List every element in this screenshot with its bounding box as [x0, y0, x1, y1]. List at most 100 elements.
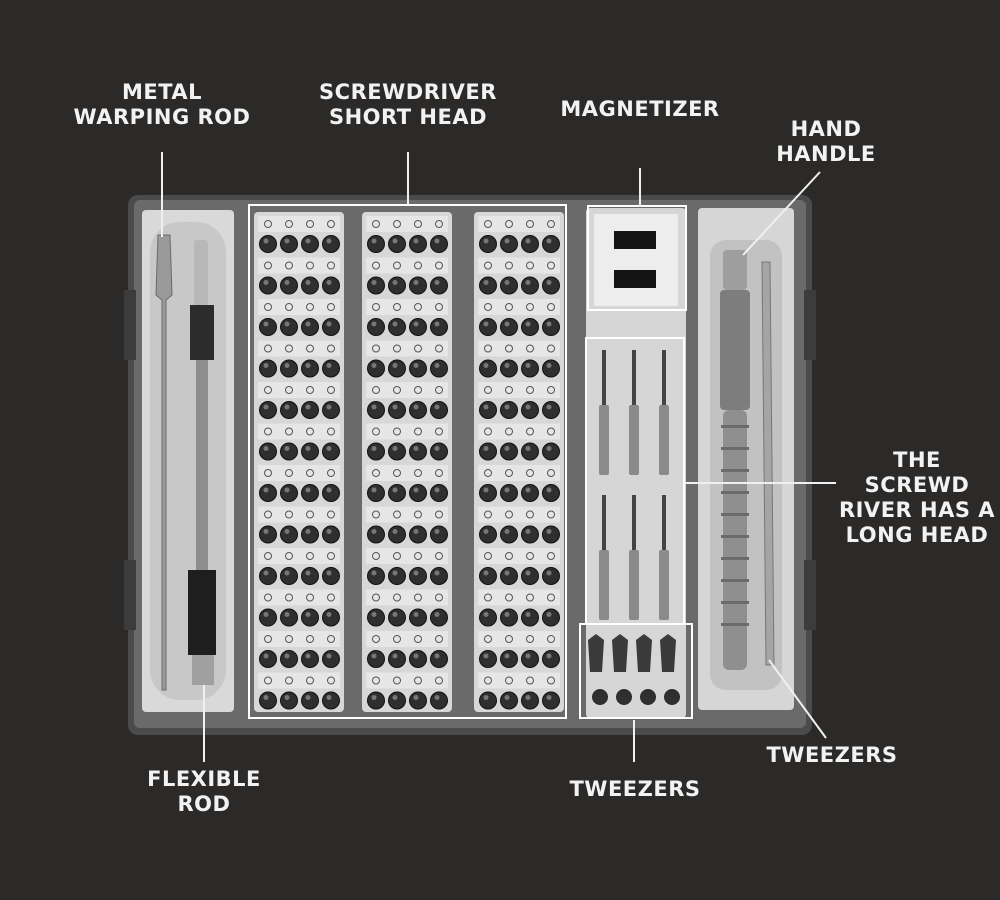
bit-label-mark — [306, 220, 314, 228]
bit-highlight — [326, 446, 332, 451]
bit-label-mark — [393, 469, 401, 477]
bit-label-mark — [327, 552, 335, 560]
bit-highlight — [284, 238, 290, 244]
screwdriver-bit — [430, 484, 448, 502]
bit-label-mark — [505, 303, 513, 311]
bit-label-mark — [505, 220, 513, 228]
bit-label-mark — [526, 593, 534, 602]
screwdriver-bit — [259, 359, 277, 378]
screwdriver-bit — [479, 276, 497, 295]
bit-label-mark — [526, 469, 534, 477]
screwdriver-bit — [280, 484, 298, 502]
bit-label-mark — [505, 469, 513, 477]
screwdriver-bit — [280, 650, 298, 668]
screwdriver-bit — [259, 567, 277, 585]
screwdriver-bit — [542, 442, 560, 461]
bit-highlight — [413, 612, 419, 617]
bit-label-mark — [484, 676, 492, 685]
bit-label-mark — [285, 635, 293, 643]
bit-label-mark — [393, 552, 401, 560]
bit-row-band — [478, 589, 560, 606]
bit-highlight — [263, 695, 269, 700]
screwdriver-bit — [409, 318, 427, 336]
bit-highlight — [305, 238, 311, 244]
screwdriver-bit — [388, 359, 406, 378]
screwdriver-bit — [479, 235, 497, 253]
screwdriver-bit — [388, 650, 406, 668]
handle-ring — [721, 469, 749, 472]
bit-highlight — [525, 612, 531, 617]
screwdriver-bit — [409, 359, 427, 378]
bit-label-mark — [484, 593, 492, 602]
bit-highlight — [371, 280, 377, 285]
screwdriver-bit — [500, 484, 518, 502]
screwdriver-bit — [259, 235, 277, 253]
bit-highlight — [392, 653, 398, 659]
screwdriver-bit — [322, 525, 340, 544]
screwdriver-bit — [259, 525, 277, 544]
bit-highlight — [483, 612, 489, 617]
small-wrench — [612, 634, 628, 672]
bit-label-mark — [526, 303, 534, 311]
bit-label-mark — [435, 635, 443, 643]
hinge-right-top — [804, 290, 816, 360]
bit-label-mark — [505, 593, 513, 602]
bit-highlight — [371, 238, 377, 244]
screwdriver-bit — [409, 567, 427, 585]
screwdriver-bit — [500, 650, 518, 668]
bit-row-band — [366, 382, 448, 398]
bit-row-band — [366, 423, 448, 440]
bit-highlight — [413, 446, 419, 451]
bit-highlight — [413, 570, 419, 576]
screwdriver-bit — [301, 650, 319, 668]
bit-label-mark — [264, 427, 272, 436]
long-head-bit-shaft — [632, 495, 636, 555]
screwdriver-bit — [322, 567, 340, 585]
bit-label-mark — [285, 676, 293, 685]
screwdriver-bit — [409, 650, 427, 668]
screwdriver-bit — [280, 525, 298, 544]
bit-row-band — [258, 299, 340, 315]
bit-highlight — [305, 404, 311, 410]
bit-highlight — [326, 321, 332, 327]
leader-hand-handle — [742, 171, 821, 256]
bit-highlight — [371, 529, 377, 534]
bit-label-mark — [264, 386, 272, 394]
handle-ring — [721, 579, 749, 582]
hinge-left-bottom — [124, 560, 136, 630]
bit-label-mark — [285, 552, 293, 560]
bit-highlight — [263, 529, 269, 534]
screwdriver-bit — [322, 401, 340, 419]
label-flexible-rod: FLEXIBLE ROD — [147, 767, 261, 816]
bit-label-mark — [327, 220, 335, 228]
screwdriver-bit — [280, 608, 298, 627]
bit-label-mark — [264, 220, 272, 228]
bit-row-band — [478, 465, 560, 481]
screwdriver-bit — [388, 401, 406, 419]
bit-label-mark — [547, 303, 555, 311]
bit-highlight — [263, 653, 269, 659]
screwdriver-bit — [430, 650, 448, 668]
bit-label-mark — [264, 593, 272, 602]
screwdriver-bit — [322, 608, 340, 627]
bit-label-mark — [327, 635, 335, 643]
bit-row-band — [478, 423, 560, 440]
bit-highlight — [434, 446, 440, 451]
bit-label-mark — [327, 344, 335, 353]
screwdriver-bit — [259, 608, 277, 627]
bit-highlight — [546, 280, 552, 285]
handle-ring — [721, 601, 749, 604]
screwdriver-bit — [409, 235, 427, 253]
bit-highlight — [504, 612, 510, 617]
bit-highlight — [263, 238, 269, 244]
screwdriver-bit — [542, 525, 560, 544]
bit-highlight — [483, 280, 489, 285]
screwdriver-bit — [388, 567, 406, 585]
screwdriver-bit — [542, 401, 560, 419]
bit-label-mark — [306, 427, 314, 436]
bit-highlight — [263, 612, 269, 617]
bit-label-mark — [547, 344, 555, 353]
bit-label-mark — [264, 261, 272, 270]
bit-highlight — [392, 570, 398, 576]
long-head-bit-body — [659, 550, 669, 620]
